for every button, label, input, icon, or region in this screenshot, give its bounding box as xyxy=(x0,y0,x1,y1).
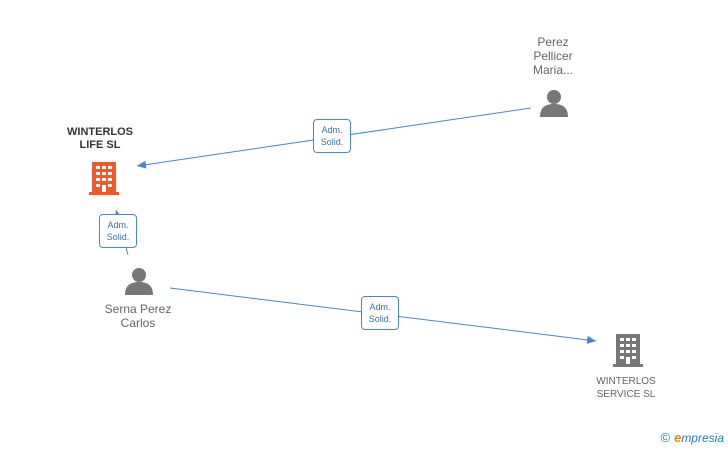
edge-role: Adm. xyxy=(369,302,391,312)
brand-rest: mpresia xyxy=(681,431,724,445)
person-name-line: Perez xyxy=(537,35,569,49)
person-name-line: Pellicer xyxy=(533,49,573,63)
brand-e: e xyxy=(674,430,682,445)
person-name-line: Maria... xyxy=(532,63,573,77)
person-icon[interactable] xyxy=(125,268,153,295)
company-name-line: LIFE SL xyxy=(79,139,121,151)
edge-role: Adm. xyxy=(107,220,129,230)
person-label-perez[interactable]: Perez Pellicer Maria... xyxy=(515,35,591,77)
edge-role: Solid. xyxy=(368,314,392,324)
copyright-icon: © xyxy=(660,430,671,445)
company-label-winterlos-life[interactable]: WINTERLOS LIFE SL xyxy=(50,126,150,152)
edge-role: Adm. xyxy=(321,125,343,135)
person-name-line: Carlos xyxy=(120,316,156,330)
person-label-serna[interactable]: Serna Perez Carlos xyxy=(88,302,188,330)
edge-badge-serna-life[interactable]: Adm. Solid. xyxy=(99,214,137,248)
building-icon[interactable] xyxy=(89,162,119,195)
empresia-logo[interactable]: ©empresia xyxy=(660,430,724,445)
company-name-line: SERVICE SL xyxy=(596,389,656,400)
company-label-winterlos-service[interactable]: WINTERLOS SERVICE SL xyxy=(576,375,676,401)
building-icon[interactable] xyxy=(613,334,643,367)
edge-badge-perez[interactable]: Adm. Solid. xyxy=(313,119,351,153)
person-icon[interactable] xyxy=(540,90,568,117)
company-name-line: WINTERLOS xyxy=(596,376,656,387)
edge-badge-serna-service[interactable]: Adm. Solid. xyxy=(361,296,399,330)
edge-role: Solid. xyxy=(320,137,344,147)
company-name-line: WINTERLOS xyxy=(67,126,133,138)
person-name-line: Serna Perez xyxy=(104,302,172,316)
edge-role: Solid. xyxy=(106,232,130,242)
